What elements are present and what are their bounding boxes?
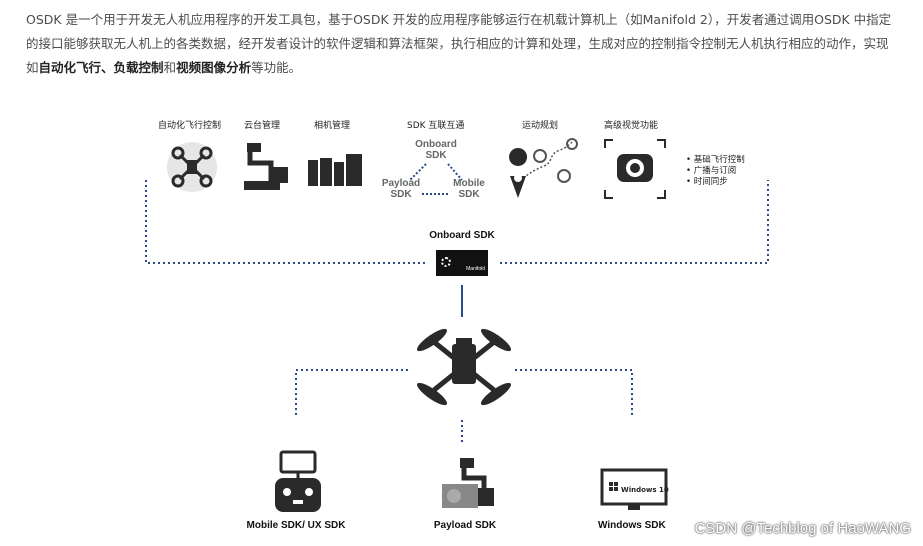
intro-bold-auto-flight: 自动化飞行: [38, 60, 102, 75]
manifold-box: Manifold: [436, 250, 488, 276]
feature-advanced-vision-label: 高级视觉功能: [604, 121, 659, 131]
feature-sdk-interconnect-label: SDK 互联互通: [407, 121, 465, 131]
intro-and: 和: [163, 60, 177, 75]
interconnect-links: [409, 163, 463, 195]
bullet-time-sync: 时间同步: [686, 177, 745, 188]
intro-bold-payload: 负载控制: [113, 60, 164, 75]
feature-gimbal-label: 云台管理: [244, 121, 281, 131]
windows-screen-label: Windows 10: [621, 486, 669, 494]
payload-gimbal-icon: [442, 458, 494, 508]
intro-text-2: 等功能。: [251, 60, 302, 75]
windows-sdk-label: Windows SDK: [598, 520, 666, 531]
intro-bold-sep: 、: [101, 60, 114, 75]
remote-controller-icon: [275, 450, 321, 512]
manifold-fan-icon: [441, 257, 451, 267]
feature-auto-flight-label: 自动化飞行控制: [158, 121, 222, 131]
drone-icon: [416, 328, 512, 406]
windows-monitor-icon: [600, 468, 668, 510]
manifold-label: Manifold: [466, 266, 485, 272]
interconnect-mobile: Mobile SDK: [453, 178, 485, 200]
payload-sdk-label: Payload SDK: [433, 520, 497, 531]
route-pins-icon: [509, 138, 578, 198]
intro-paragraph: OSDK 是一个用于开发无人机应用程序的开发工具包，基于OSDK 开发的应用程序…: [26, 8, 896, 80]
bullet-broadcast: 广播与订阅: [686, 166, 745, 177]
vision-camera-icon: [604, 139, 666, 199]
feature-camera-label: 相机管理: [314, 121, 351, 131]
intro-text-1: OSDK 是一个用于开发无人机应用程序的开发工具包，基于OSDK 开发的应用程序…: [26, 12, 892, 75]
interconnect-payload: Payload SDK: [381, 178, 421, 200]
bullet-basic-flight: 基础飞行控制: [686, 155, 745, 166]
interconnect-onboard: Onboard SDK: [415, 139, 457, 161]
watermark: CSDN @Techblog of HaoWANG: [694, 520, 911, 537]
gimbal-icon: [244, 143, 288, 190]
intro-bold-video: 视频图像分析: [176, 60, 252, 75]
camera-lenses-icon: [308, 154, 362, 186]
feature-motion-planning-label: 运动规划: [522, 121, 559, 131]
mobile-sdk-label: Mobile SDK/ UX SDK: [246, 520, 346, 531]
drone-circle-icon: [167, 142, 217, 192]
onboard-feature-list: 基础飞行控制 广播与订阅 时间同步: [686, 155, 745, 188]
onboard-sdk-label: Onboard SDK: [429, 230, 495, 241]
